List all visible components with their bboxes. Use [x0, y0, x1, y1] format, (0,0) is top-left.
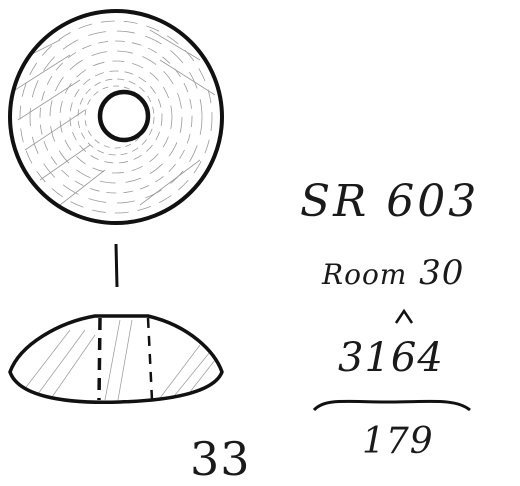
- inventory-id-label: SR 603: [300, 176, 480, 227]
- room-number: 30: [419, 253, 465, 293]
- side-view-profile: [8, 314, 224, 405]
- view-separator-line: [114, 243, 119, 288]
- bracket-mark: [312, 399, 471, 412]
- top-view-disc: [8, 9, 224, 225]
- sub-number-label: 179: [362, 421, 434, 462]
- figure-number-label: 33: [190, 432, 251, 486]
- perforation-edge-right: [146, 317, 154, 401]
- catalogue-number-label: 3164: [338, 335, 444, 381]
- room-word: Room: [322, 258, 408, 291]
- caret-mark: [394, 308, 414, 324]
- perforation-edge-left: [97, 317, 102, 401]
- room-label: Room 30: [322, 256, 464, 290]
- perforation-hole: [97, 89, 151, 143]
